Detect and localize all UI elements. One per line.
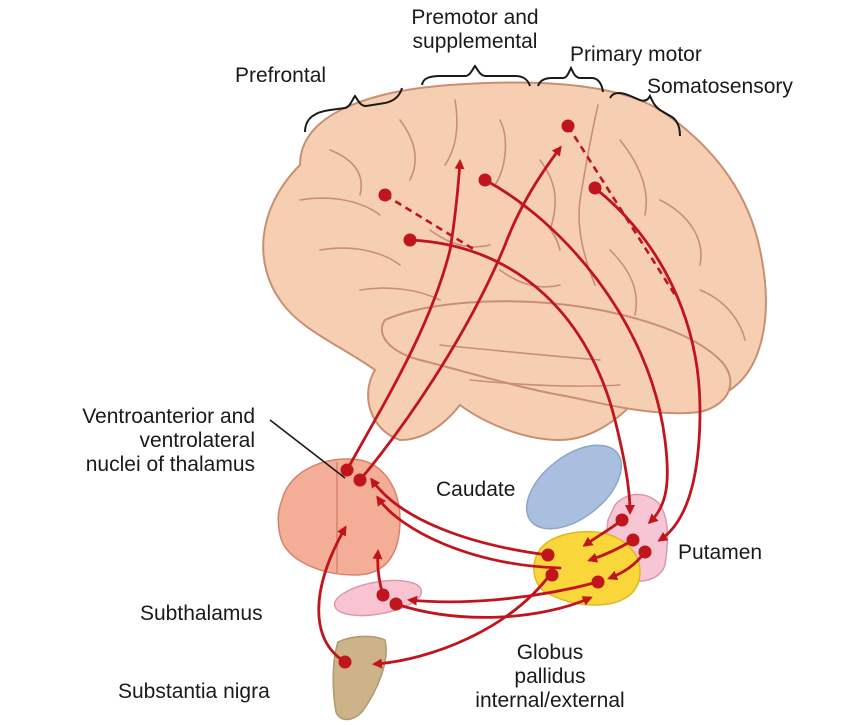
node-subthalamus-2	[390, 598, 403, 611]
node-thalamus-2	[354, 474, 367, 487]
label-thalamus-line1: Ventroanterior and	[10, 405, 255, 429]
label-substantia-nigra-text: Substantia nigra	[118, 680, 270, 704]
node-prefrontal-2	[404, 234, 417, 247]
node-putamen-3	[639, 546, 652, 559]
label-premotor: Premotor and supplemental	[380, 6, 570, 54]
label-prefrontal: Prefrontal	[235, 64, 326, 88]
brain	[263, 83, 766, 440]
label-globus-pallidus: Globus pallidus internal/external	[450, 641, 650, 713]
label-globus-line1: Globus	[450, 641, 650, 665]
node-substantia-nigra	[339, 656, 352, 669]
label-thalamus-line2: ventrolateral	[10, 429, 255, 453]
thalamus	[278, 459, 400, 575]
label-substantia-nigra: Substantia nigra	[118, 680, 270, 704]
label-primary-motor-text: Primary motor	[570, 43, 702, 67]
node-prefrontal-1	[379, 189, 392, 202]
label-somatosensory-text: Somatosensory	[647, 75, 793, 99]
node-putamen-2	[627, 534, 640, 547]
substantia-nigra	[333, 636, 386, 719]
label-caudate: Caudate	[436, 478, 515, 502]
node-somatosensory	[589, 182, 602, 195]
label-caudate-text: Caudate	[436, 478, 515, 502]
label-putamen: Putamen	[678, 541, 762, 565]
label-premotor-line2: supplemental	[380, 30, 570, 54]
node-premotor	[479, 174, 492, 187]
label-subthalamus: Subthalamus	[140, 602, 263, 626]
label-globus-line2: pallidus	[450, 665, 650, 689]
label-prefrontal-text: Prefrontal	[235, 64, 326, 88]
label-putamen-text: Putamen	[678, 541, 762, 565]
node-globus-1	[542, 549, 555, 562]
label-thalamus: Ventroanterior and ventrolateral nuclei …	[10, 405, 255, 477]
node-globus-2	[546, 569, 559, 582]
label-globus-line3: internal/external	[450, 689, 650, 713]
label-somatosensory: Somatosensory	[647, 75, 793, 99]
node-subthalamus-1	[377, 589, 390, 602]
node-primary-motor	[562, 120, 575, 133]
label-premotor-line1: Premotor and	[380, 6, 570, 30]
node-globus-3	[592, 576, 605, 589]
node-thalamus-1	[341, 464, 354, 477]
label-subthalamus-text: Subthalamus	[140, 602, 263, 626]
label-primary-motor: Primary motor	[570, 43, 702, 67]
label-thalamus-line3: nuclei of thalamus	[10, 453, 255, 477]
node-putamen-1	[616, 514, 629, 527]
